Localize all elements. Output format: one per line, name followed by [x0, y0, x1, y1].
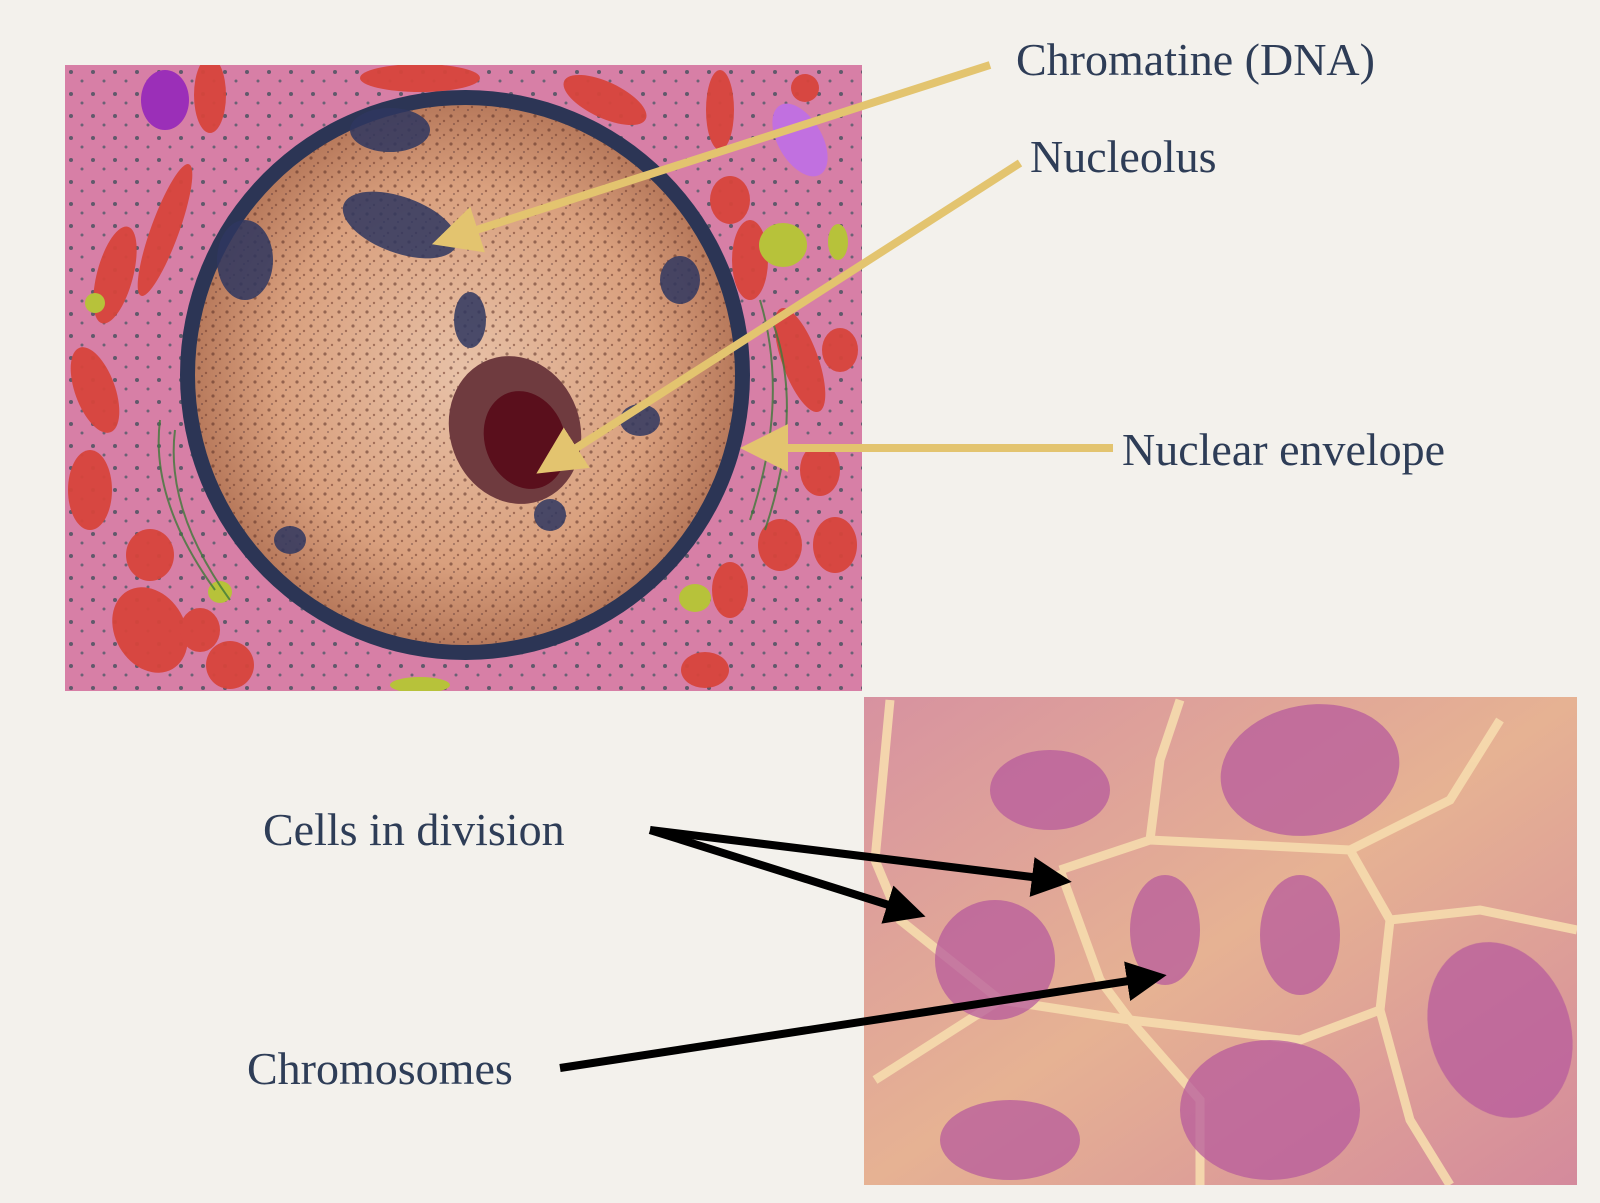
cells-in-division-label: Cells in division	[263, 807, 565, 853]
nucleolus-label: Nucleolus	[1030, 134, 1217, 180]
em-nucleus-image	[61, 57, 862, 693]
lm-dividing-cells-image	[864, 690, 1597, 1185]
chromosomes-label: Chromosomes	[247, 1046, 513, 1092]
chromatine-label: Chromatine (DNA)	[1016, 37, 1375, 83]
nuclear-envelope-label: Nuclear envelope	[1122, 427, 1445, 473]
